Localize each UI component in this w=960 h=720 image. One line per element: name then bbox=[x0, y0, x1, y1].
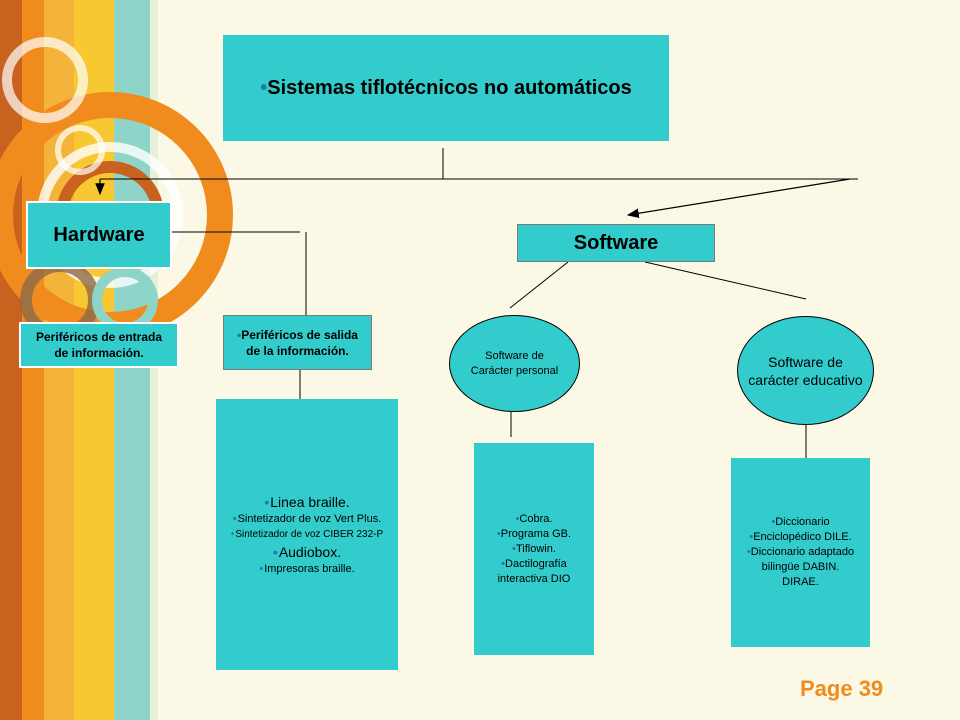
page-number: Page 39 bbox=[800, 676, 884, 701]
personal-software-line-1: Software de bbox=[485, 349, 544, 362]
educational-software-line-1: Software de bbox=[768, 353, 843, 370]
list-item: •Diccionario adaptado bbox=[746, 546, 855, 558]
hardware-box: Hardware bbox=[26, 201, 172, 269]
input-peripherals-line-1: Periféricos de entrada bbox=[35, 330, 163, 344]
list-item: Sintetizador de voz CIBER 232-P bbox=[231, 527, 383, 543]
list-item: interactiva DIO bbox=[497, 572, 571, 585]
personal-items-list: •Cobra. •Programa GB. •Tiflowin. •Dactil… bbox=[497, 512, 571, 587]
list-item: •Dactilografía bbox=[501, 557, 567, 570]
personal-software-ellipse: Software de Carácter personal bbox=[449, 315, 580, 412]
list-item: •Enciclopédico DILE. bbox=[749, 531, 852, 543]
list-item: •Tiflowin. bbox=[512, 542, 556, 555]
title-text: •Sistemas tiflotécnicos no automáticos bbox=[260, 76, 632, 99]
input-peripherals-line-2: de información. bbox=[54, 346, 144, 360]
output-peripherals-line-2: de la información. bbox=[246, 343, 349, 358]
list-item: •Programa GB. bbox=[496, 527, 572, 540]
title-label: Sistemas tiflotécnicos no automáticos bbox=[267, 76, 632, 99]
list-item: bilingüe DABIN. bbox=[761, 561, 840, 573]
hardware-label: Hardware bbox=[53, 223, 145, 246]
list-item: DIRAE. bbox=[782, 576, 819, 588]
output-items-list: Linea braille. Sintetizador de voz Vert … bbox=[231, 493, 383, 577]
list-item: Impresoras braille. bbox=[231, 561, 383, 577]
educational-software-line-2: carácter educativo bbox=[748, 371, 863, 388]
educational-items-list: •Diccionario •Enciclopédico DILE. •Dicci… bbox=[747, 515, 854, 590]
personal-software-line-2: Carácter personal bbox=[470, 364, 559, 377]
educational-items-box: •Diccionario •Enciclopédico DILE. •Dicci… bbox=[731, 458, 870, 647]
list-item: Linea braille. bbox=[231, 493, 383, 511]
title-box: •Sistemas tiflotécnicos no automáticos bbox=[223, 35, 669, 141]
input-peripherals-box: Periféricos de entrada de información. bbox=[19, 322, 179, 368]
software-label: Software bbox=[573, 231, 659, 254]
list-item: Sintetizador de voz Vert Plus. bbox=[231, 511, 383, 527]
list-item: •Diccionario bbox=[771, 516, 830, 528]
list-item: Audiobox. bbox=[231, 543, 383, 561]
personal-items-box: •Cobra. •Programa GB. •Tiflowin. •Dactil… bbox=[474, 443, 594, 655]
output-peripherals-line-1: •Periféricos de salida bbox=[237, 327, 358, 342]
software-box: Software bbox=[517, 224, 715, 262]
educational-software-ellipse: Software de carácter educativo bbox=[737, 316, 874, 425]
list-item: •Cobra. bbox=[515, 512, 553, 525]
output-items-box: Linea braille. Sintetizador de voz Vert … bbox=[216, 399, 398, 670]
output-peripherals-box: •Periféricos de salida de la información… bbox=[223, 315, 372, 370]
